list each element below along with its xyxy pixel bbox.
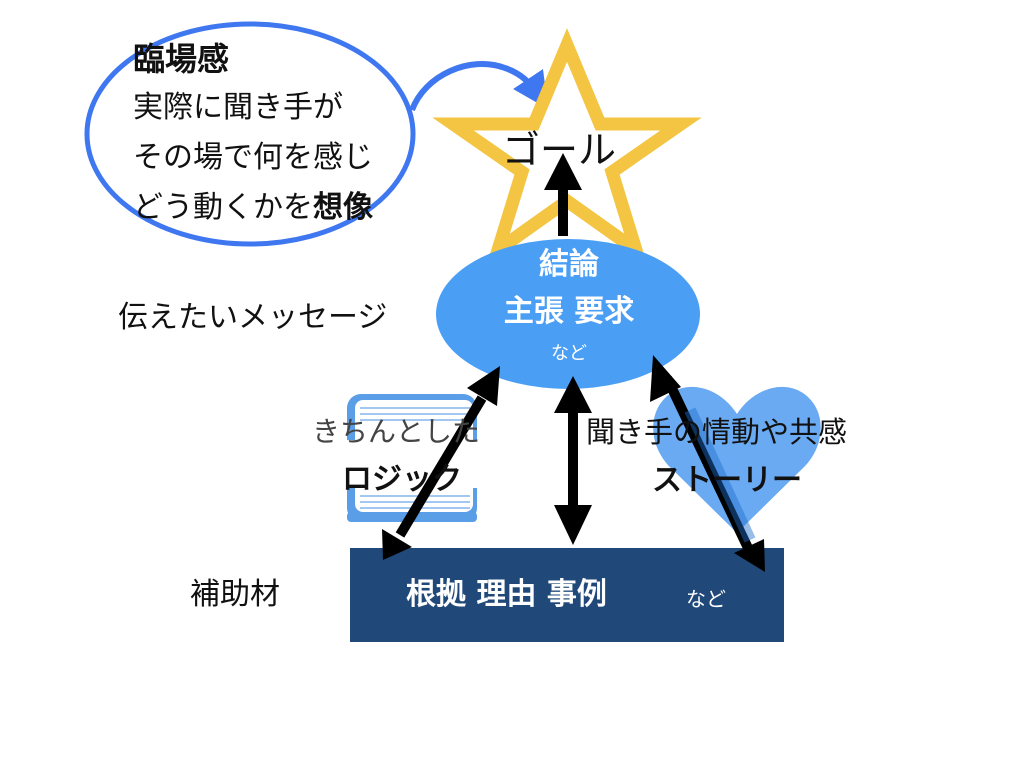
imagination-line-3-prefix: どう動くかを [133,190,313,225]
story-sub-label: 聞き手の情動や共感 [586,415,848,449]
message-label: 伝えたいメッセージ [118,300,388,335]
evidence-bar [350,548,784,642]
imagination-line-3: どう動くかを想像 [133,193,373,223]
logic-sub-label: きちんとした [312,415,481,448]
story-main-label: ストーリー [652,463,802,498]
imagination-emphasis: 想像 [313,190,373,225]
book-icon [330,394,478,522]
imagination-line-2: その場で何を感じ [133,140,373,175]
imagination-line-1: 実際に聞き手が [133,90,343,125]
logic-double-arrow [382,366,500,560]
curve-arrow [409,61,548,112]
conclusion-etc: など [551,343,587,364]
conclusion-main: 主張 要求 [503,294,635,329]
heart-band [684,407,756,543]
logic-main-label: ロジック [342,462,462,497]
conclusion-ellipse [436,239,700,389]
heart-icon [653,386,821,533]
conclusion-title: 結論 [539,247,599,282]
goal-arrow [544,153,582,236]
evidence-etc: など [686,587,726,611]
imagination-title: 臨場感 [133,40,230,78]
goal-label: ゴール [502,128,617,172]
evidence-main: 根拠 理由 事例 [406,577,607,612]
story-double-arrow [650,355,765,572]
imagination-ellipse [84,21,416,247]
center-double-arrow [554,376,592,545]
support-label: 補助材 [190,577,280,612]
